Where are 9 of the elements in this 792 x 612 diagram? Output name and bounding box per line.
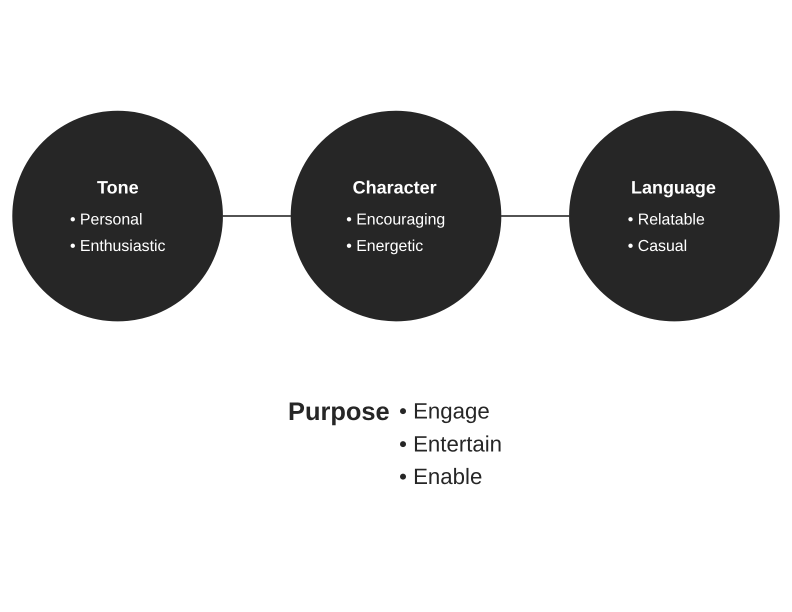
label: Purpose: [288, 398, 390, 426]
connector: [500, 215, 570, 217]
label: • Entertain: [399, 431, 502, 456]
connector: [222, 215, 291, 217]
node-circle: Tone • Personal • Enthusiastic: [12, 110, 223, 322]
label: • Engage: [399, 398, 490, 424]
node-circle: Language • Relatable • Casual: [569, 110, 780, 322]
label: • Enable: [399, 464, 482, 490]
node-circle: Character • Encouraging • Energetic: [290, 110, 502, 322]
